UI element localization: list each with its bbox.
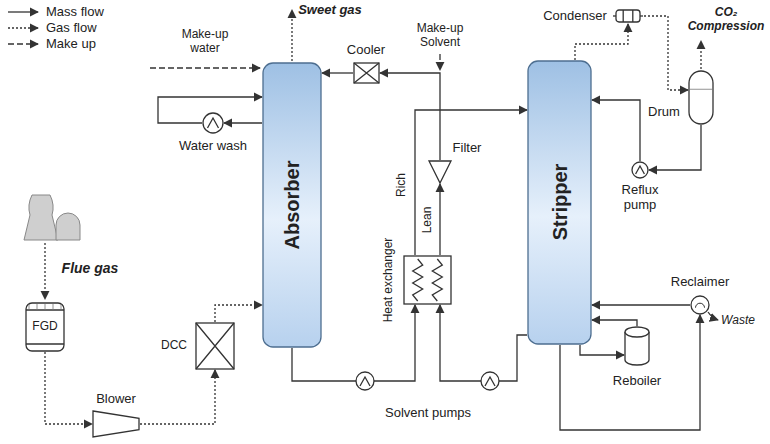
legend-text: Make up — [46, 36, 96, 52]
pump-label: Solvent pumps — [385, 406, 471, 421]
stream-label: Lean — [421, 207, 435, 234]
fgd-unit: FGD — [25, 302, 65, 352]
mass-flow-line — [592, 304, 690, 305]
gas-flow-line — [575, 24, 628, 60]
reclaimer: Reclaimer — [690, 295, 710, 315]
filter: Filter — [428, 160, 452, 184]
blower: Blower — [92, 410, 140, 438]
make-up-water-arrow — [150, 67, 260, 68]
node-label: Reflux pump — [615, 183, 665, 213]
stream-label: Rich — [395, 173, 409, 197]
reboiler: Reboiler — [624, 326, 650, 366]
legend-lines — [8, 12, 38, 44]
mass-flow-line — [415, 110, 527, 255]
node-label: Heat exchanger — [382, 238, 396, 323]
node-label: Stripper — [548, 164, 571, 241]
stream-label: Make-up Solvent — [410, 22, 470, 50]
mass-flow-line — [580, 345, 624, 355]
stream-label: Waste — [721, 314, 755, 328]
node-shape — [92, 410, 140, 438]
node-shape — [690, 295, 710, 315]
node-label: Water wash — [179, 139, 247, 154]
node-shape — [631, 161, 649, 179]
heat-exchanger: Heat exchanger — [403, 255, 452, 305]
water-wash-pump: Water wash — [202, 112, 224, 134]
node-label: DCC — [161, 339, 187, 353]
node-shape — [353, 62, 380, 84]
condenser: Condenser — [612, 8, 644, 24]
sweet-gas-arrow — [291, 10, 292, 61]
node-label: Cooler — [347, 43, 385, 58]
stripper-column: Stripper — [527, 60, 592, 345]
gas-flow-line — [644, 16, 688, 90]
stream-label: CO₂ Compression — [688, 6, 765, 34]
node-label: Absorber — [281, 161, 304, 250]
node-label: Reclaimer — [671, 275, 730, 290]
node-label: Reboiler — [613, 374, 661, 389]
make-up-solvent-arrow — [439, 54, 440, 70]
reflux-pump: Reflux pump — [631, 161, 649, 179]
flue-gas-arrow — [44, 243, 45, 299]
node-shape — [195, 322, 235, 370]
legend-text: Gas flow — [46, 20, 97, 36]
node-shape — [202, 112, 224, 134]
node-label: Blower — [96, 392, 136, 407]
mass-flow-line — [380, 73, 440, 160]
dcc-unit: DCC — [195, 322, 235, 370]
node-shape — [624, 326, 650, 366]
mass-flow-line — [592, 320, 637, 326]
mass-flow-line — [439, 184, 440, 255]
node-label: Condenser — [543, 9, 607, 24]
cooler: Cooler — [353, 62, 380, 84]
gas-flow-line — [140, 370, 215, 424]
waste-arrow — [708, 312, 718, 320]
absorber-column: Absorber — [262, 62, 322, 348]
node-shape — [612, 8, 644, 24]
gas-flow-line — [45, 352, 92, 424]
node-label: Drum — [648, 105, 680, 120]
power-plant-icon — [24, 195, 80, 240]
stream-label: Make-up water — [175, 28, 235, 56]
mass-flow-line — [649, 125, 701, 170]
mass-flow-line — [322, 72, 353, 73]
node-shape — [403, 255, 452, 305]
co2-arrow — [700, 41, 701, 69]
node-label: Filter — [453, 141, 482, 156]
mass-flow-line — [440, 305, 527, 381]
node-shape — [428, 160, 452, 184]
gas-flow-line — [215, 305, 262, 322]
node-label: FGD — [32, 320, 57, 334]
mass-flow-line — [224, 122, 262, 123]
drum: Drum — [688, 70, 714, 125]
stream-label: Flue gas — [62, 260, 119, 276]
node-shape — [688, 70, 714, 125]
mass-flow-line — [592, 100, 640, 161]
legend-text: Mass flow — [46, 4, 104, 20]
stream-label: Sweet gas — [298, 3, 362, 18]
